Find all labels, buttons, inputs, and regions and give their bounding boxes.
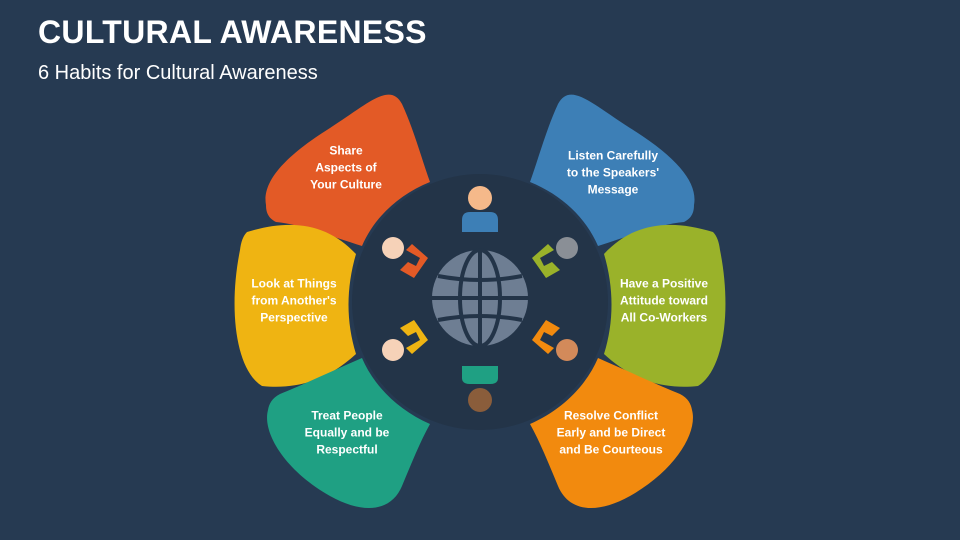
habit-label-share-culture: Share Aspects of Your Culture: [281, 143, 411, 194]
person-head-top: [468, 186, 492, 210]
habit-line: Treat People: [311, 408, 383, 423]
habit-line: All Co-Workers: [620, 310, 708, 325]
petal-treat-equally: [267, 358, 430, 509]
person-chair-lower-right: [532, 320, 560, 354]
habit-line: Aspects of: [315, 160, 377, 175]
habit-line: Have a Positive: [619, 276, 709, 291]
globe-icon: [432, 248, 528, 348]
habit-line: Share: [329, 143, 363, 158]
people-around-table-icon: [382, 186, 578, 412]
slide-title: CULTURAL AWARENESS: [38, 14, 427, 50]
habit-line: and Be Courteous: [559, 442, 663, 457]
person-chair-lower-left: [400, 320, 428, 354]
petal-listen-carefully: [530, 94, 695, 246]
person-head-lower-left: [382, 339, 404, 361]
petal-share-culture: [265, 94, 430, 246]
habit-line: Resolve Conflict: [563, 408, 659, 423]
habit-label-resolve-conflict: Resolve Conflict Early and be Direct and…: [546, 408, 676, 459]
habit-label-another-perspective: Look at Things from Another's Perspectiv…: [229, 276, 359, 327]
habit-line: Your Culture: [310, 177, 382, 192]
person-head-upper-right: [556, 237, 578, 259]
habit-line: Perspective: [260, 310, 328, 325]
person-head-lower-right: [556, 339, 578, 361]
person-chair-upper-right: [532, 244, 560, 278]
habit-line: Attitude toward: [620, 293, 708, 308]
person-chair-upper-left: [400, 244, 428, 278]
petal-resolve-conflict: [530, 358, 693, 509]
habit-line: Message: [587, 182, 639, 197]
habit-label-listen-carefully: Listen Carefully to the Speakers' Messag…: [548, 148, 678, 199]
petal-positive-attitude: [604, 224, 726, 387]
habit-line: from Another's: [251, 293, 337, 308]
person-body-top: [462, 212, 498, 232]
habit-line: Respectful: [316, 442, 378, 457]
habit-line: Early and be Direct: [556, 425, 666, 440]
slide-subtitle: 6 Habits for Cultural Awareness: [38, 62, 318, 84]
person-head-upper-left: [382, 237, 404, 259]
person-head-bottom: [468, 388, 492, 412]
habit-line: Look at Things: [251, 276, 337, 291]
habit-line: Listen Carefully: [567, 148, 659, 163]
petal-another-perspective: [234, 224, 356, 387]
habit-label-treat-equally: Treat People Equally and be Respectful: [282, 408, 412, 459]
habit-line: to the Speakers': [566, 165, 660, 180]
person-body-bottom: [462, 366, 498, 384]
habit-line: Equally and be: [304, 425, 390, 440]
habit-label-positive-attitude: Have a Positive Attitude toward All Co-W…: [599, 276, 729, 327]
